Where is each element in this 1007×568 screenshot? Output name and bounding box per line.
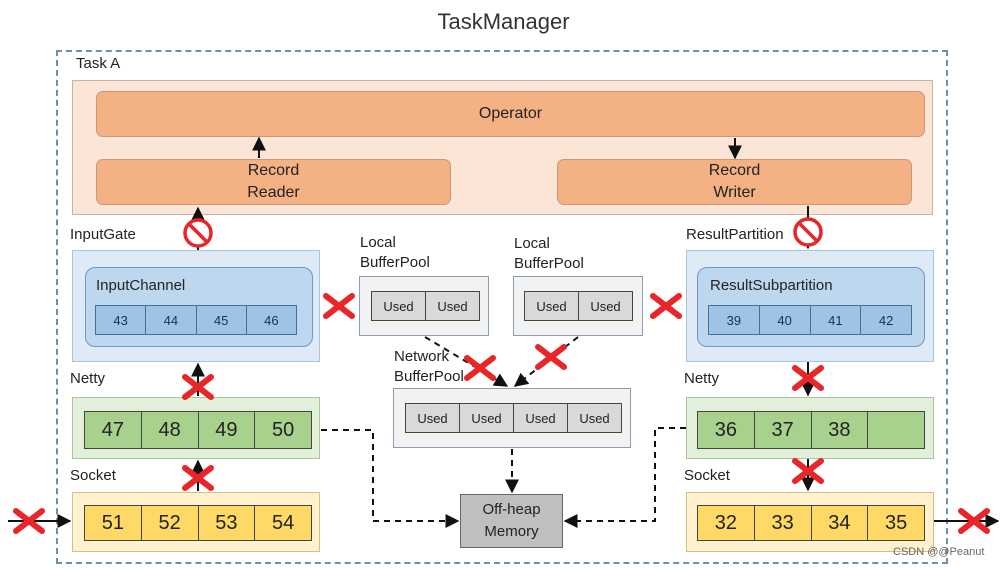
watermark: CSDN @@Peanut <box>893 546 985 558</box>
network-bufferpool-label: Network BufferPool <box>394 347 464 387</box>
inputchannel-label: InputChannel <box>96 277 186 294</box>
offheap-line1: Off-heap <box>482 501 541 518</box>
buffer-cell: 39 <box>709 306 760 334</box>
used-buffer: Used <box>406 404 460 432</box>
socket-buffer: 32 <box>698 506 755 540</box>
netty-buffer: 47 <box>85 412 142 448</box>
socket-buffer: 53 <box>199 506 256 540</box>
arrow-icon <box>8 136 1000 528</box>
label-line: Local <box>514 235 550 252</box>
no-entry-icon <box>183 218 213 248</box>
buffer-cell: 45 <box>197 306 247 334</box>
record-reader-box: Record Reader <box>96 159 451 205</box>
socket-left-label: Socket <box>70 467 116 484</box>
resultsubpartition-label: ResultSubpartition <box>710 277 833 294</box>
operator-box: Operator <box>96 91 925 137</box>
netty-buffer: 48 <box>142 412 199 448</box>
used-buffer: Used <box>525 292 579 320</box>
socket-buffer: 51 <box>85 506 142 540</box>
socket-buffer: 35 <box>885 511 908 534</box>
socket-left-buffers: 51 52 53 54 <box>84 505 312 541</box>
resultpartition-label: ResultPartition <box>686 226 784 243</box>
used-buffer: Used <box>437 298 468 314</box>
buffer-cell: 40 <box>760 306 811 334</box>
netty-buffer: 37 <box>755 412 812 448</box>
socket-right-buffers: 32 33 34 35 <box>697 505 925 541</box>
local-bufferpool-right-buffers: Used Used <box>524 291 633 321</box>
blocked-cross-icon <box>323 293 355 319</box>
blocked-cross-icon <box>650 293 682 319</box>
label-line: BufferPool <box>514 255 584 272</box>
blocked-cross-icon <box>792 365 824 391</box>
blocked-cross-icon <box>535 344 567 370</box>
blocked-cross-icon <box>958 508 990 534</box>
buffer-cell: 42 <box>878 312 894 328</box>
buffer-cell: 43 <box>96 306 147 334</box>
inputgate-label: InputGate <box>70 226 136 243</box>
buffer-cell: 41 <box>811 306 862 334</box>
no-entry-icon <box>793 217 823 247</box>
blocked-cross-icon <box>182 374 214 400</box>
used-buffer: Used <box>372 292 426 320</box>
blocked-cross-icon <box>13 508 45 534</box>
blocked-cross-icon <box>792 458 824 484</box>
netty-buffer: 36 <box>698 412 755 448</box>
used-buffer: Used <box>579 410 610 426</box>
used-buffer: Used <box>514 404 568 432</box>
dashed-arrow-icon <box>321 336 686 528</box>
label-line: Network <box>394 348 450 365</box>
socket-buffer: 54 <box>272 511 295 534</box>
label-line: BufferPool <box>360 254 430 271</box>
label-line: BufferPool <box>394 368 464 385</box>
task-label: Task A <box>76 55 121 72</box>
taskmanager-boundary <box>56 50 948 564</box>
used-buffer: Used <box>460 404 514 432</box>
buffer-cell: 44 <box>146 306 197 334</box>
netty-right-buffers: 36 37 38 <box>697 411 925 449</box>
inputchannel-buffers: 43 44 45 46 <box>95 305 297 335</box>
netty-buffer: 49 <box>199 412 256 448</box>
offheap-line2: Memory <box>484 523 539 540</box>
socket-buffer: 33 <box>755 506 812 540</box>
local-bufferpool-left-buffers: Used Used <box>371 291 480 321</box>
record-reader-line2: Reader <box>247 184 300 201</box>
record-writer-line1: Record <box>708 162 761 179</box>
buffer-cell: 46 <box>264 312 279 328</box>
netty-buffer: 38 <box>812 412 869 448</box>
record-writer-line2: Writer <box>713 184 756 201</box>
netty-right-label: Netty <box>684 370 720 387</box>
diagram-title: TaskManager <box>437 9 570 34</box>
record-writer-box: Record Writer <box>557 159 912 205</box>
network-bufferpool-buffers: Used Used Used Used <box>405 403 622 433</box>
resultsubpartition-buffers: 39 40 41 42 <box>708 305 912 335</box>
local-bufferpool-right-label: Local BufferPool <box>514 234 584 274</box>
socket-buffer: 34 <box>812 506 869 540</box>
socket-buffer: 52 <box>142 506 199 540</box>
record-reader-line1: Record <box>247 162 300 179</box>
offheap-memory-box: Off-heap Memory <box>460 494 563 548</box>
socket-right-label: Socket <box>684 467 730 484</box>
used-buffer: Used <box>590 298 621 314</box>
netty-left-buffers: 47 48 49 50 <box>84 411 312 449</box>
label-line: Local <box>360 234 396 251</box>
operator-label: Operator <box>478 105 543 122</box>
netty-buffer: 50 <box>272 418 295 441</box>
local-bufferpool-left-label: Local BufferPool <box>360 233 430 273</box>
netty-left-label: Netty <box>70 370 106 387</box>
blocked-cross-icon <box>182 465 214 491</box>
blocked-cross-icon <box>464 355 496 381</box>
